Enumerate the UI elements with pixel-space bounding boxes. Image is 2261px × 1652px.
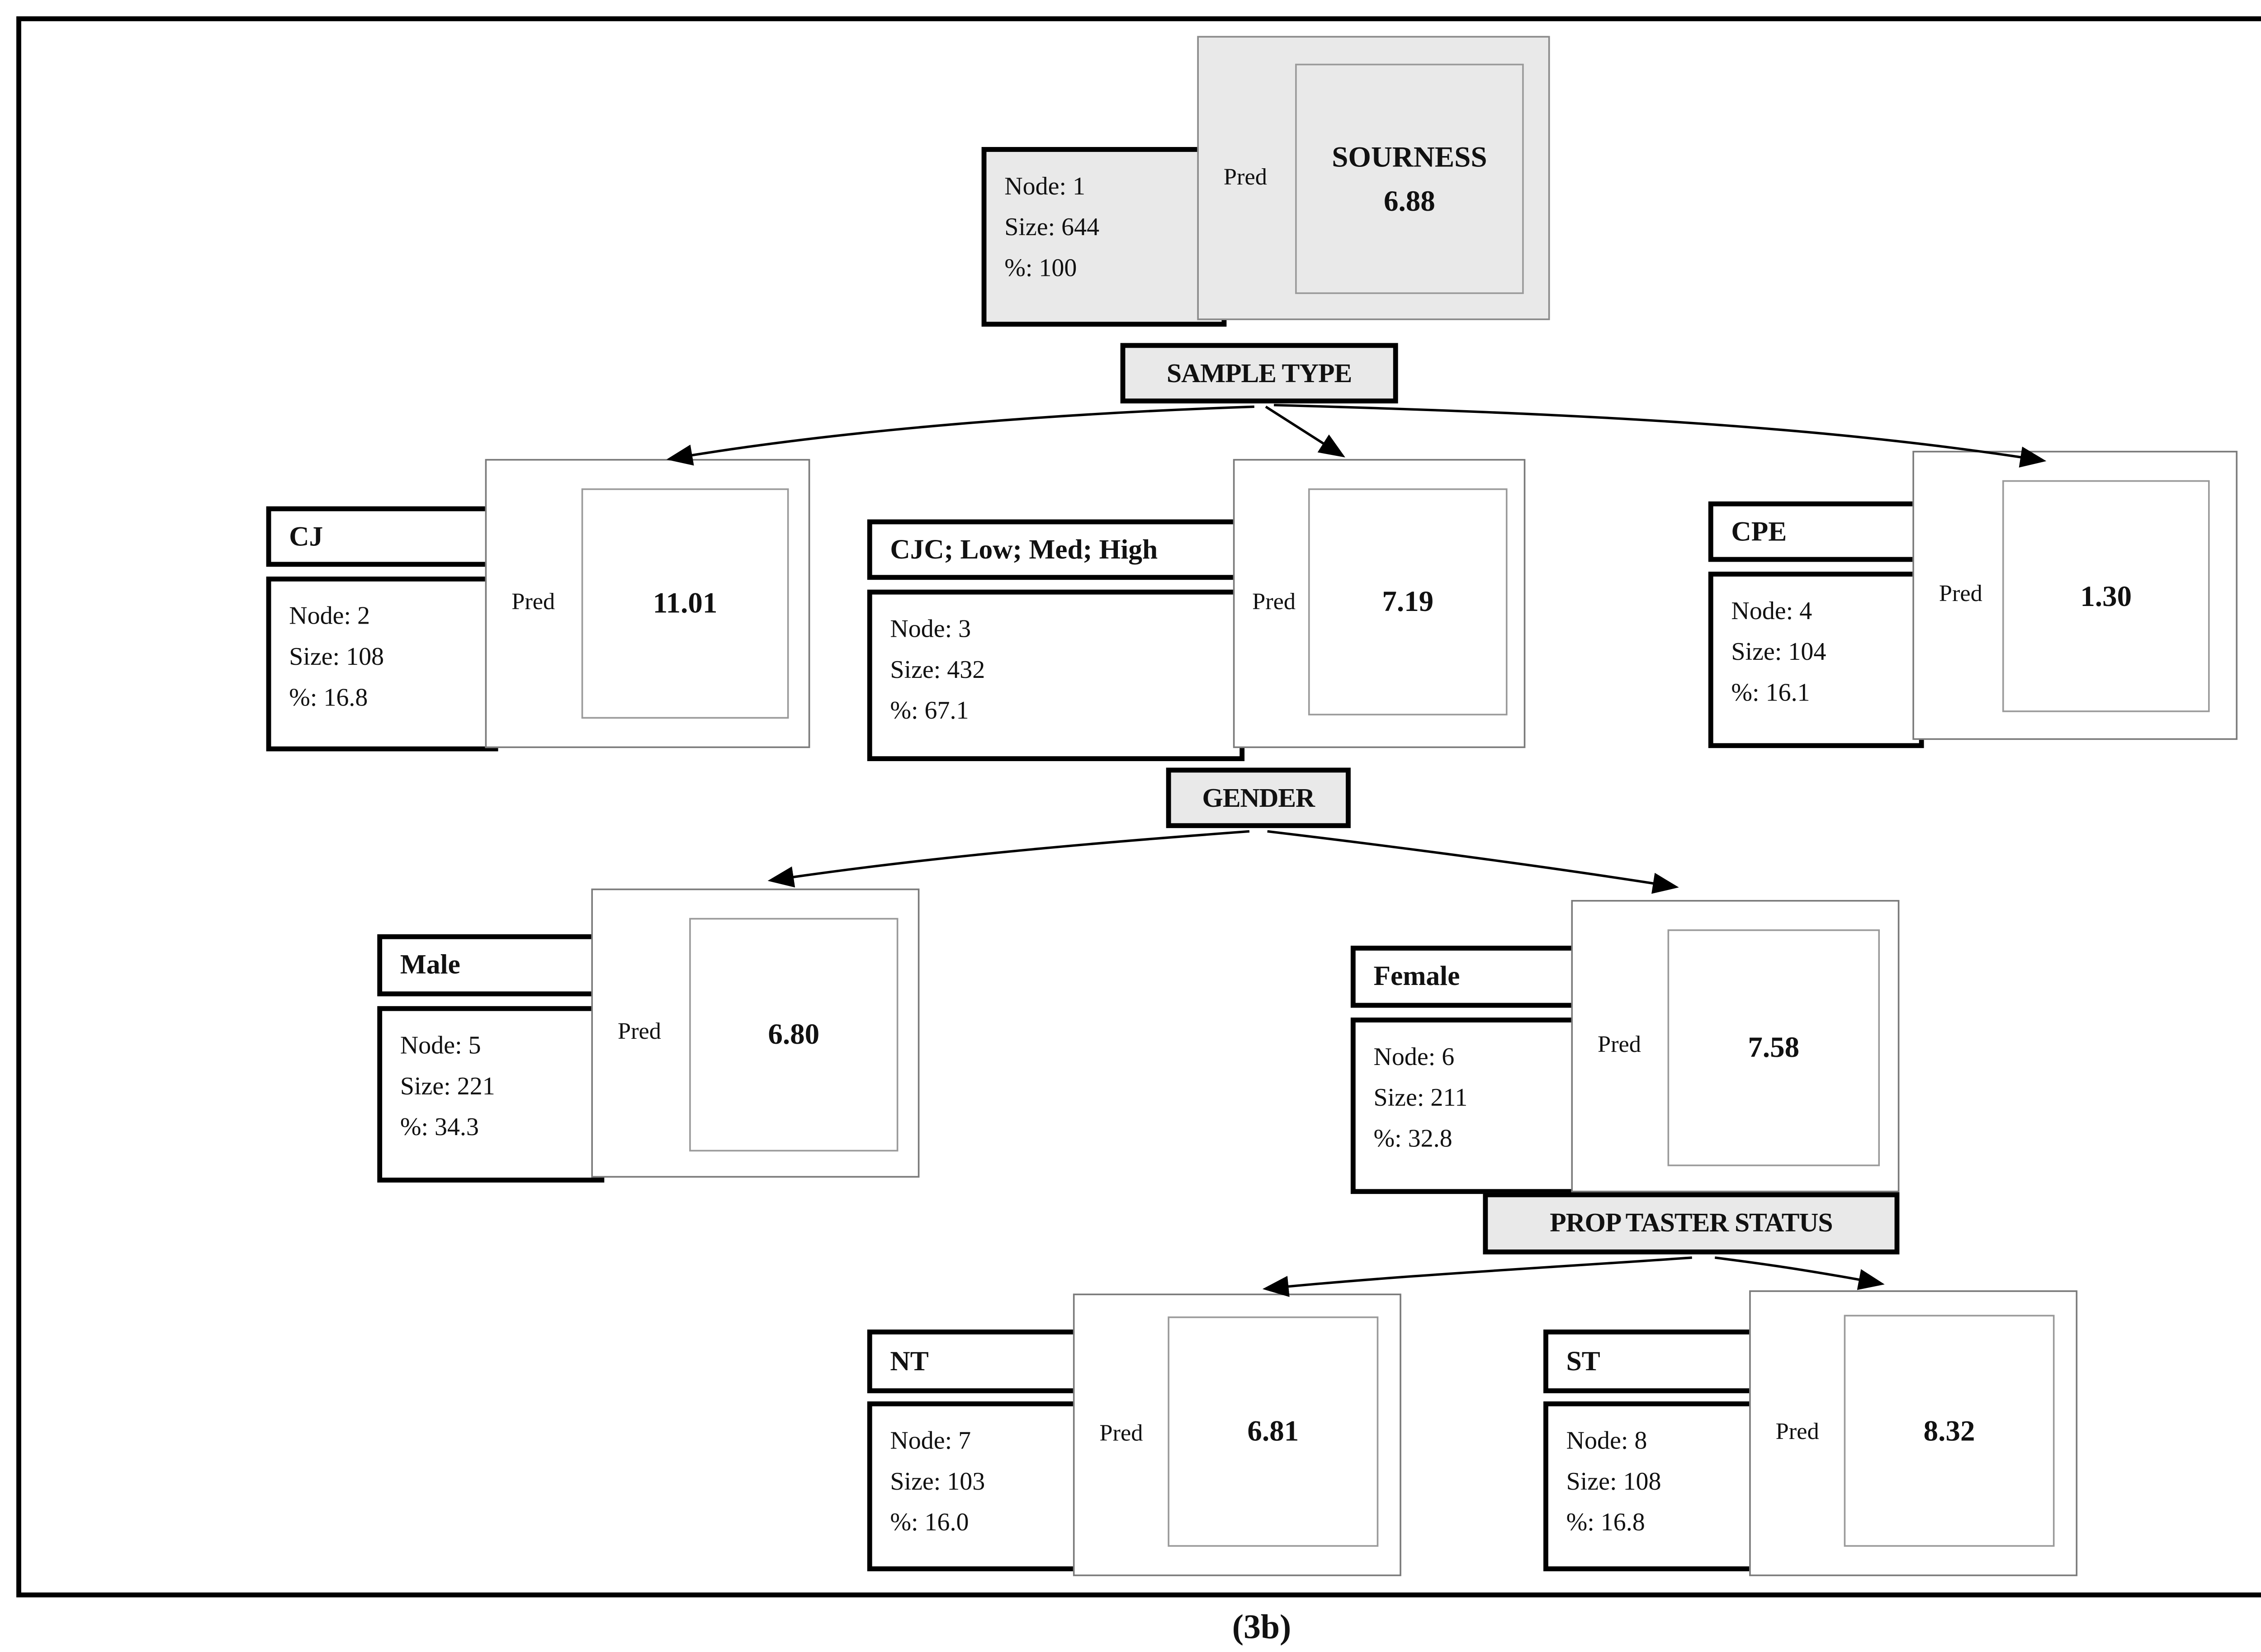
node-7-info: Node: 7 Size: 103 %: 16.0 bbox=[867, 1401, 1086, 1572]
node-4-info: Node: 4 Size: 104 %: 16.1 bbox=[1708, 572, 1924, 748]
root-pred-value: 6.88 bbox=[1383, 184, 1435, 217]
split-gender: GENDER bbox=[1166, 767, 1351, 828]
node-7-pred-inner: 6.81 bbox=[1168, 1316, 1379, 1547]
node-5-info: Node: 5 Size: 221 %: 34.3 bbox=[377, 1006, 605, 1183]
pct-line: %: 32.8 bbox=[1373, 1126, 1452, 1154]
node-8-category: ST bbox=[1543, 1329, 1763, 1393]
size-line: Size: 108 bbox=[1566, 1468, 1661, 1496]
node-3-info: Node: 3 Size: 432 %: 67.1 bbox=[867, 589, 1245, 762]
pred-value: 7.19 bbox=[1382, 585, 1434, 618]
pct-line: %: 100 bbox=[1004, 255, 1077, 283]
pred-value: 8.32 bbox=[1923, 1414, 1975, 1447]
node-1-info: Node: 1 Size: 644 %: 100 bbox=[981, 147, 1227, 327]
pred-value: 6.81 bbox=[1247, 1415, 1299, 1448]
size-line: Size: 103 bbox=[890, 1468, 985, 1496]
node-6-pred-box: Pred 7.58 bbox=[1571, 900, 1900, 1193]
node-1-pred-box: Pred SOURNESS 6.88 bbox=[1197, 36, 1550, 320]
node-2-info: Node: 2 Size: 108 %: 16.8 bbox=[266, 576, 498, 752]
category-text: CPE bbox=[1731, 515, 1787, 547]
node-3-category: CJC; Low; Med; High bbox=[867, 519, 1245, 580]
pred-label: Pred bbox=[1252, 589, 1296, 616]
pred-label: Pred bbox=[1597, 1032, 1641, 1059]
category-text: CJC; Low; Med; High bbox=[890, 533, 1158, 564]
size-line: Size: 432 bbox=[890, 657, 985, 685]
pred-value: 1.30 bbox=[2080, 579, 2132, 613]
size-line: Size: 108 bbox=[289, 644, 384, 672]
split-prop-taster-status: PROP TASTER STATUS bbox=[1483, 1192, 1900, 1254]
node-2-category: CJ bbox=[266, 506, 498, 567]
pred-label: Pred bbox=[1939, 581, 1982, 608]
size-line: Size: 211 bbox=[1373, 1084, 1468, 1112]
pct-line: %: 16.1 bbox=[1731, 680, 1810, 708]
pct-line: %: 16.8 bbox=[1566, 1510, 1645, 1538]
size-line: Size: 104 bbox=[1731, 639, 1826, 667]
split-prop-taster-status-label: PROP TASTER STATUS bbox=[1550, 1207, 1833, 1238]
node-line: Node: 2 bbox=[289, 602, 370, 631]
node-line: Node: 5 bbox=[400, 1032, 481, 1060]
pred-label: Pred bbox=[511, 589, 555, 616]
node-3-pred-box: Pred 7.19 bbox=[1233, 459, 1526, 748]
size-line: Size: 644 bbox=[1004, 214, 1100, 242]
node-5-category: Male bbox=[377, 934, 605, 997]
node-7-pred-box: Pred 6.81 bbox=[1073, 1293, 1401, 1576]
pred-value: 7.58 bbox=[1748, 1031, 1800, 1064]
category-text: ST bbox=[1566, 1345, 1600, 1376]
split-sample-type-label: SAMPLE TYPE bbox=[1166, 357, 1352, 388]
node-4-pred-box: Pred 1.30 bbox=[1912, 450, 2238, 740]
pred-label: Pred bbox=[1223, 164, 1267, 190]
root-target-variable: SOURNESS bbox=[1332, 141, 1487, 174]
node-5-pred-box: Pred 6.80 bbox=[591, 888, 920, 1178]
category-text: Male bbox=[400, 949, 460, 980]
pct-line: %: 16.8 bbox=[289, 685, 368, 713]
category-text: CJ bbox=[289, 520, 323, 551]
node-2-pred-inner: 11.01 bbox=[581, 488, 789, 719]
node-8-pred-inner: 8.32 bbox=[1844, 1315, 2055, 1547]
category-text: Female bbox=[1373, 960, 1460, 992]
node-line: Node: 3 bbox=[890, 615, 971, 644]
pct-line: %: 16.0 bbox=[890, 1510, 969, 1538]
pct-line: %: 34.3 bbox=[400, 1114, 479, 1142]
split-gender-label: GENDER bbox=[1202, 781, 1315, 813]
size-line: Size: 221 bbox=[400, 1073, 495, 1101]
node-line: Node: 7 bbox=[890, 1427, 971, 1456]
pred-value: 6.80 bbox=[768, 1018, 820, 1051]
node-3-pred-inner: 7.19 bbox=[1308, 488, 1508, 715]
node-8-info: Node: 8 Size: 108 %: 16.8 bbox=[1543, 1401, 1763, 1572]
pct-line: %: 67.1 bbox=[890, 697, 969, 726]
node-2-pred-box: Pred 11.01 bbox=[485, 459, 810, 748]
node-4-pred-inner: 1.30 bbox=[2002, 480, 2210, 712]
pred-label: Pred bbox=[617, 1019, 662, 1046]
node-line: Node: 6 bbox=[1373, 1043, 1455, 1072]
split-sample-type: SAMPLE TYPE bbox=[1120, 343, 1398, 404]
pred-label: Pred bbox=[1775, 1419, 1819, 1446]
node-7-category: NT bbox=[867, 1329, 1086, 1393]
node-6-info: Node: 6 Size: 211 %: 32.8 bbox=[1350, 1018, 1580, 1194]
node-line: Node: 1 bbox=[1004, 173, 1086, 201]
node-4-category: CPE bbox=[1708, 501, 1924, 562]
node-6-category: Female bbox=[1350, 946, 1580, 1008]
node-1-pred-inner: SOURNESS 6.88 bbox=[1295, 63, 1524, 294]
figure-caption: (3b) bbox=[1232, 1607, 1291, 1647]
node-6-pred-inner: 7.58 bbox=[1667, 929, 1880, 1166]
node-5-pred-inner: 6.80 bbox=[689, 918, 899, 1152]
pred-value: 11.01 bbox=[653, 587, 718, 620]
node-line: Node: 8 bbox=[1566, 1427, 1647, 1456]
node-8-pred-box: Pred 8.32 bbox=[1749, 1290, 2078, 1576]
node-line: Node: 4 bbox=[1731, 597, 1812, 626]
category-text: NT bbox=[890, 1345, 929, 1376]
pred-label: Pred bbox=[1099, 1421, 1143, 1447]
